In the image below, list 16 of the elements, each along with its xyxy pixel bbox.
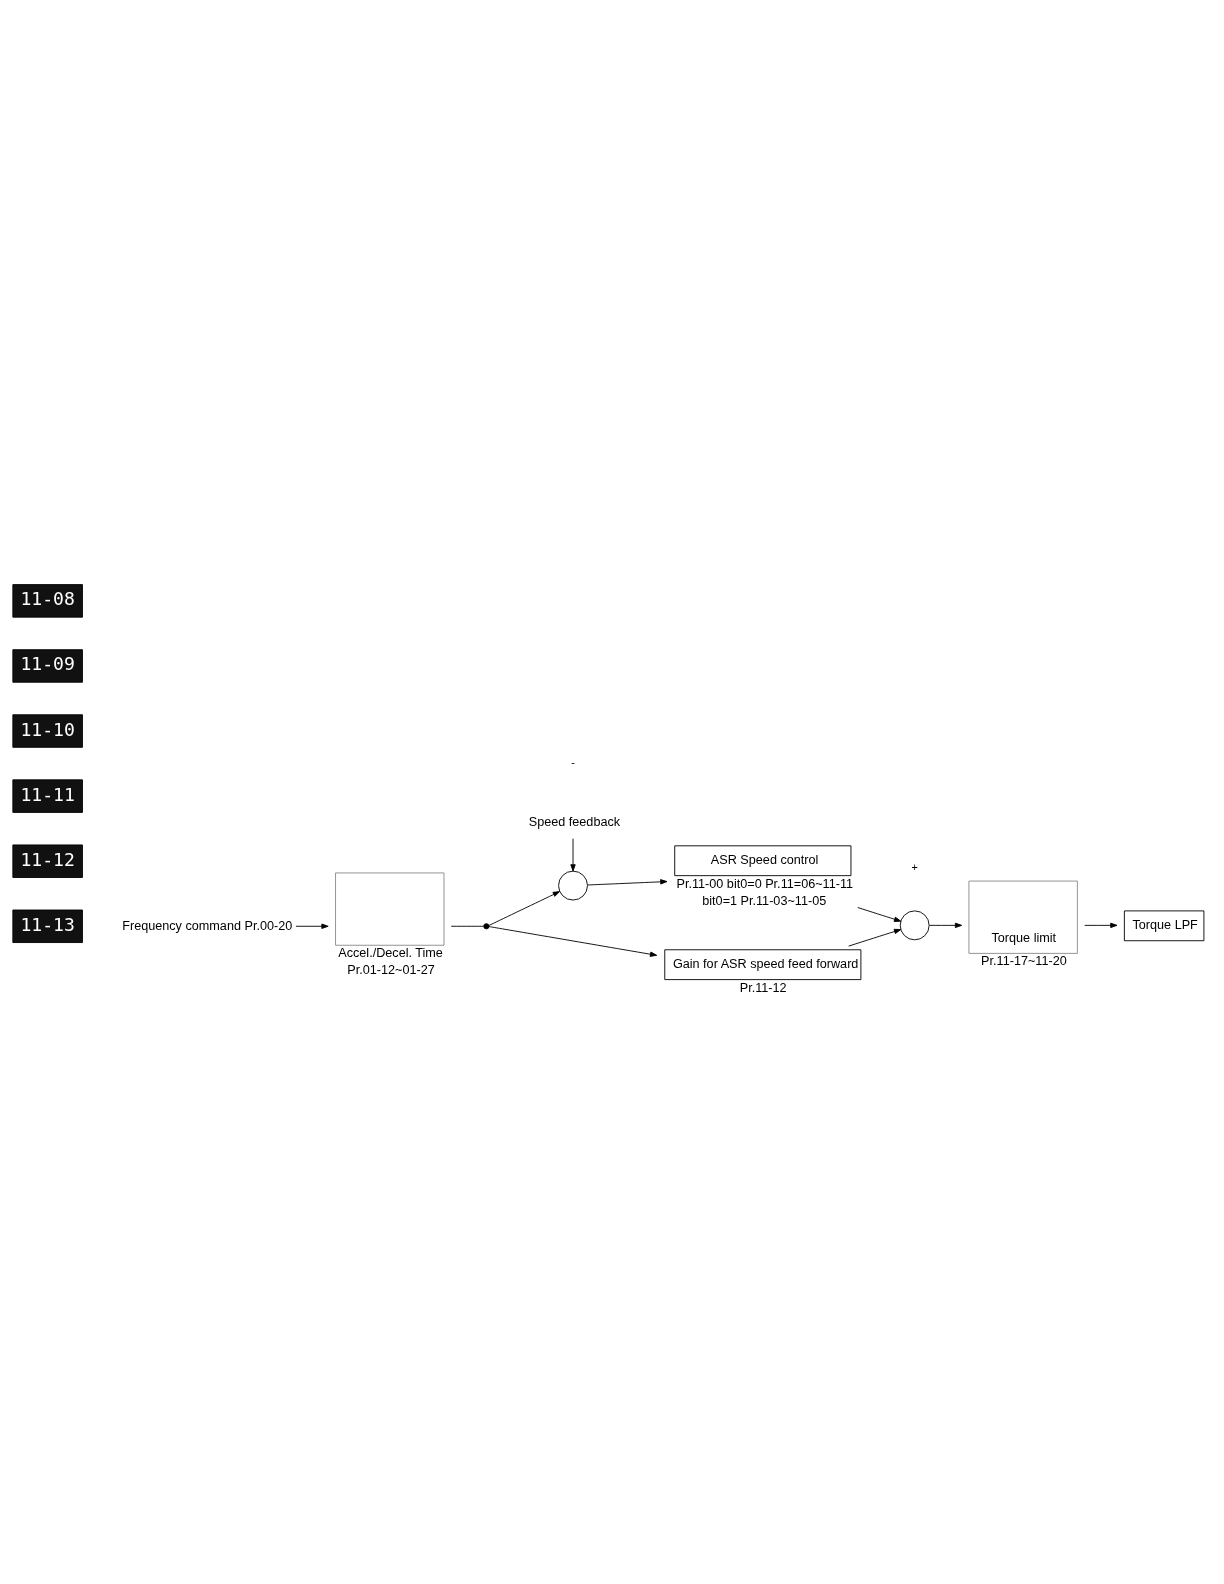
node-label: Accel./Decel. Time <box>338 945 443 960</box>
label: 11-12 <box>20 848 75 870</box>
label: 11-08 <box>20 587 75 609</box>
label: 11-10 <box>20 718 75 740</box>
label: + <box>911 860 918 873</box>
node-text: Speed feedback <box>528 814 621 829</box>
node-label: bit0=1 Pr.11-03~11-05 <box>702 893 827 908</box>
label: 11-11 <box>20 783 75 805</box>
label: 11-13 <box>20 913 75 935</box>
node-label: Pr.11-17~11-20 <box>981 953 1067 968</box>
label: - <box>571 755 575 768</box>
label: 11-09 <box>20 652 75 674</box>
node-label: Pr.11-00 bit0=0 Pr.11=06~11-11 <box>676 876 854 891</box>
node-label: Pr.11-12 <box>739 980 787 995</box>
node-text: Frequency command Pr.00-20 <box>122 918 293 933</box>
node-label: Pr.01-12~01-27 <box>347 962 435 977</box>
